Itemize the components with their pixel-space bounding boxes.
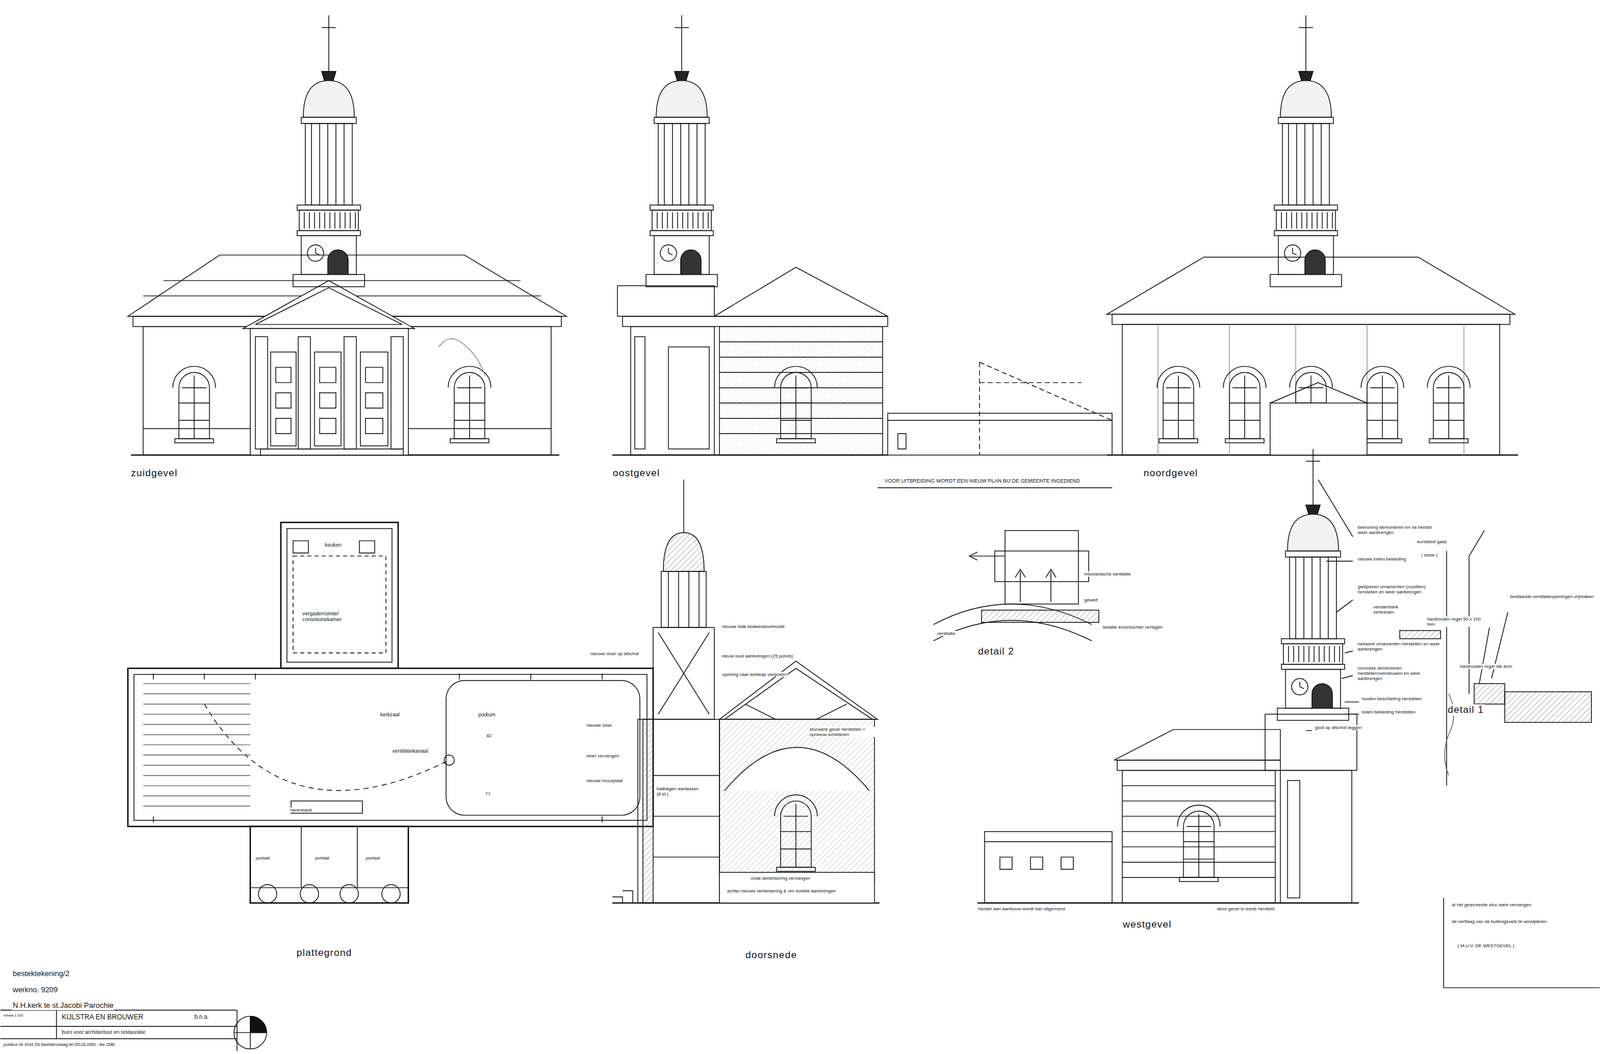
drawing-label: N.H.kerk te st.Jacobi Parochie [12,1001,115,1010]
drawing-label: hardhouten regel 50 x 100 mm [1426,616,1484,627]
drawing-label: deze gevel is reeds hersteld [1216,905,1276,912]
view-title: zuidgevel [130,467,179,479]
drawing-label: portaal [314,855,330,861]
drawing-label: nieuwe vloer [585,722,613,728]
drawing-label: ( losse ) [1420,552,1438,558]
drawing-label: nieuwe vloer op afschot [589,650,640,657]
drawing-label: podium [477,711,497,718]
drawing-label: 82 [485,732,493,738]
drawing-label: herenbank [289,807,313,813]
drawing-label: b.n.a. [193,1013,210,1021]
drawing-label: hekwerk ornamenten herstellen en weer aa… [1357,641,1442,652]
drawing-label: achter nieuwe lambrisering & om isolatie… [726,887,837,894]
west-elevation [977,448,1359,903]
view-title: oostgevel [612,467,661,479]
north-elevation [1107,15,1519,456]
drawing-label: hardhouten regel dik 4cm. [1459,663,1515,669]
drawing-label: kunststof gaas [1416,538,1448,545]
ventilation-detail [933,530,1099,641]
drawing-label: ventilatiekanaal [391,747,429,754]
view-title: detail 1 [1447,703,1485,716]
drawing-label: mechanische ventilatie [1083,571,1132,577]
drawing-label: al het gearceerde stuc.werk vervangen [1451,901,1596,908]
drawing-label: vensterbank verbreden [1372,604,1420,615]
view-title: westgevel [1122,918,1173,931]
drawing-label: portaal [255,855,271,861]
drawing-label: balklagen aanlassen (8 st.) [656,785,704,797]
drawing-label: loden bekleding herstellen [1361,709,1416,715]
drawing-label: buro voor architectuur en restauratie [61,1028,146,1035]
drawing-label: nieuwe muurplaat [585,777,624,783]
east-elevation [612,15,1112,456]
drawing-label: kerkzaal [379,711,401,718]
drawing-label: ventilatie [936,630,957,636]
drawing-label: isolatie kroonluchter verlagen [1102,624,1165,630]
note: VOOR UITBREIDING WORDT EEN NIEUW PLAN BI… [883,477,1081,484]
window-sill-detail [1399,530,1592,786]
drawing-label: schaal 1:100 [2,1013,24,1018]
drawing-label: opening naar kerkkap vergroten [721,671,788,677]
drawing-label: postbus 44 9244 ZN Beetsterzwaag tel 051… [2,1042,116,1047]
drawing-label: nieuw lood aanbrengen (25 ponds) [721,653,794,659]
drawing-label: vergaderruimte/ consistoriekamer [301,610,367,623]
view-title: plattegrond [295,946,353,959]
drawing-label: houten beschieting herstellen [1361,695,1423,702]
drawing-label: 77 [484,791,492,797]
title-block [0,1009,267,1051]
south-elevation [128,15,567,456]
drawing-label: consoles demonteren herstellen/vernieuwe… [1357,665,1442,682]
drawing-label: werkno. 9209 [12,985,59,995]
drawing-label: stucwerk gevel herstellen + opnieuw schi… [808,726,880,737]
drawing-label: gietijzeren ornamenten (rozetten) herste… [1357,583,1442,595]
drawing-label: nieuwe balk klokkenstoelhoofd [721,623,786,629]
view-title: noordgevel [1143,467,1199,479]
drawing-label: keuken [324,541,343,548]
drawing-label: gewelf [1083,597,1099,603]
drawing-label: bekroning demonteren en na herstel weer … [1357,524,1442,535]
view-title: doorsnede [744,949,798,961]
drawing-label: vloer vervangen [585,752,620,759]
drawing-label: bestektekening/2 [12,969,70,979]
drawing-label: goot op afschot leggen [1314,724,1363,730]
drawing-label: KIJLSTRA EN BROUWER [61,1013,144,1022]
drawing-label: de verflaag van de buitengevels te verwi… [1451,918,1596,924]
drawing-label: herstel aan aanbouw wordt niet uitgevoer… [977,905,1066,912]
drawing-label: ( M.U.V. DE WESTGEVEL ) [1456,942,1516,948]
drawing-label: oude lambrisering vervangen [750,875,811,881]
drawing-label: portaal [365,855,381,861]
drawing-label: nieuwe loden bekleding [1357,556,1407,562]
notes-frame [1443,897,1600,988]
drawing-label: bestaande ventilatieopeningen vrijmaken [1509,593,1598,599]
cross-section [612,479,880,903]
floor-plan [128,522,654,903]
view-title: detail 2 [977,645,1015,658]
